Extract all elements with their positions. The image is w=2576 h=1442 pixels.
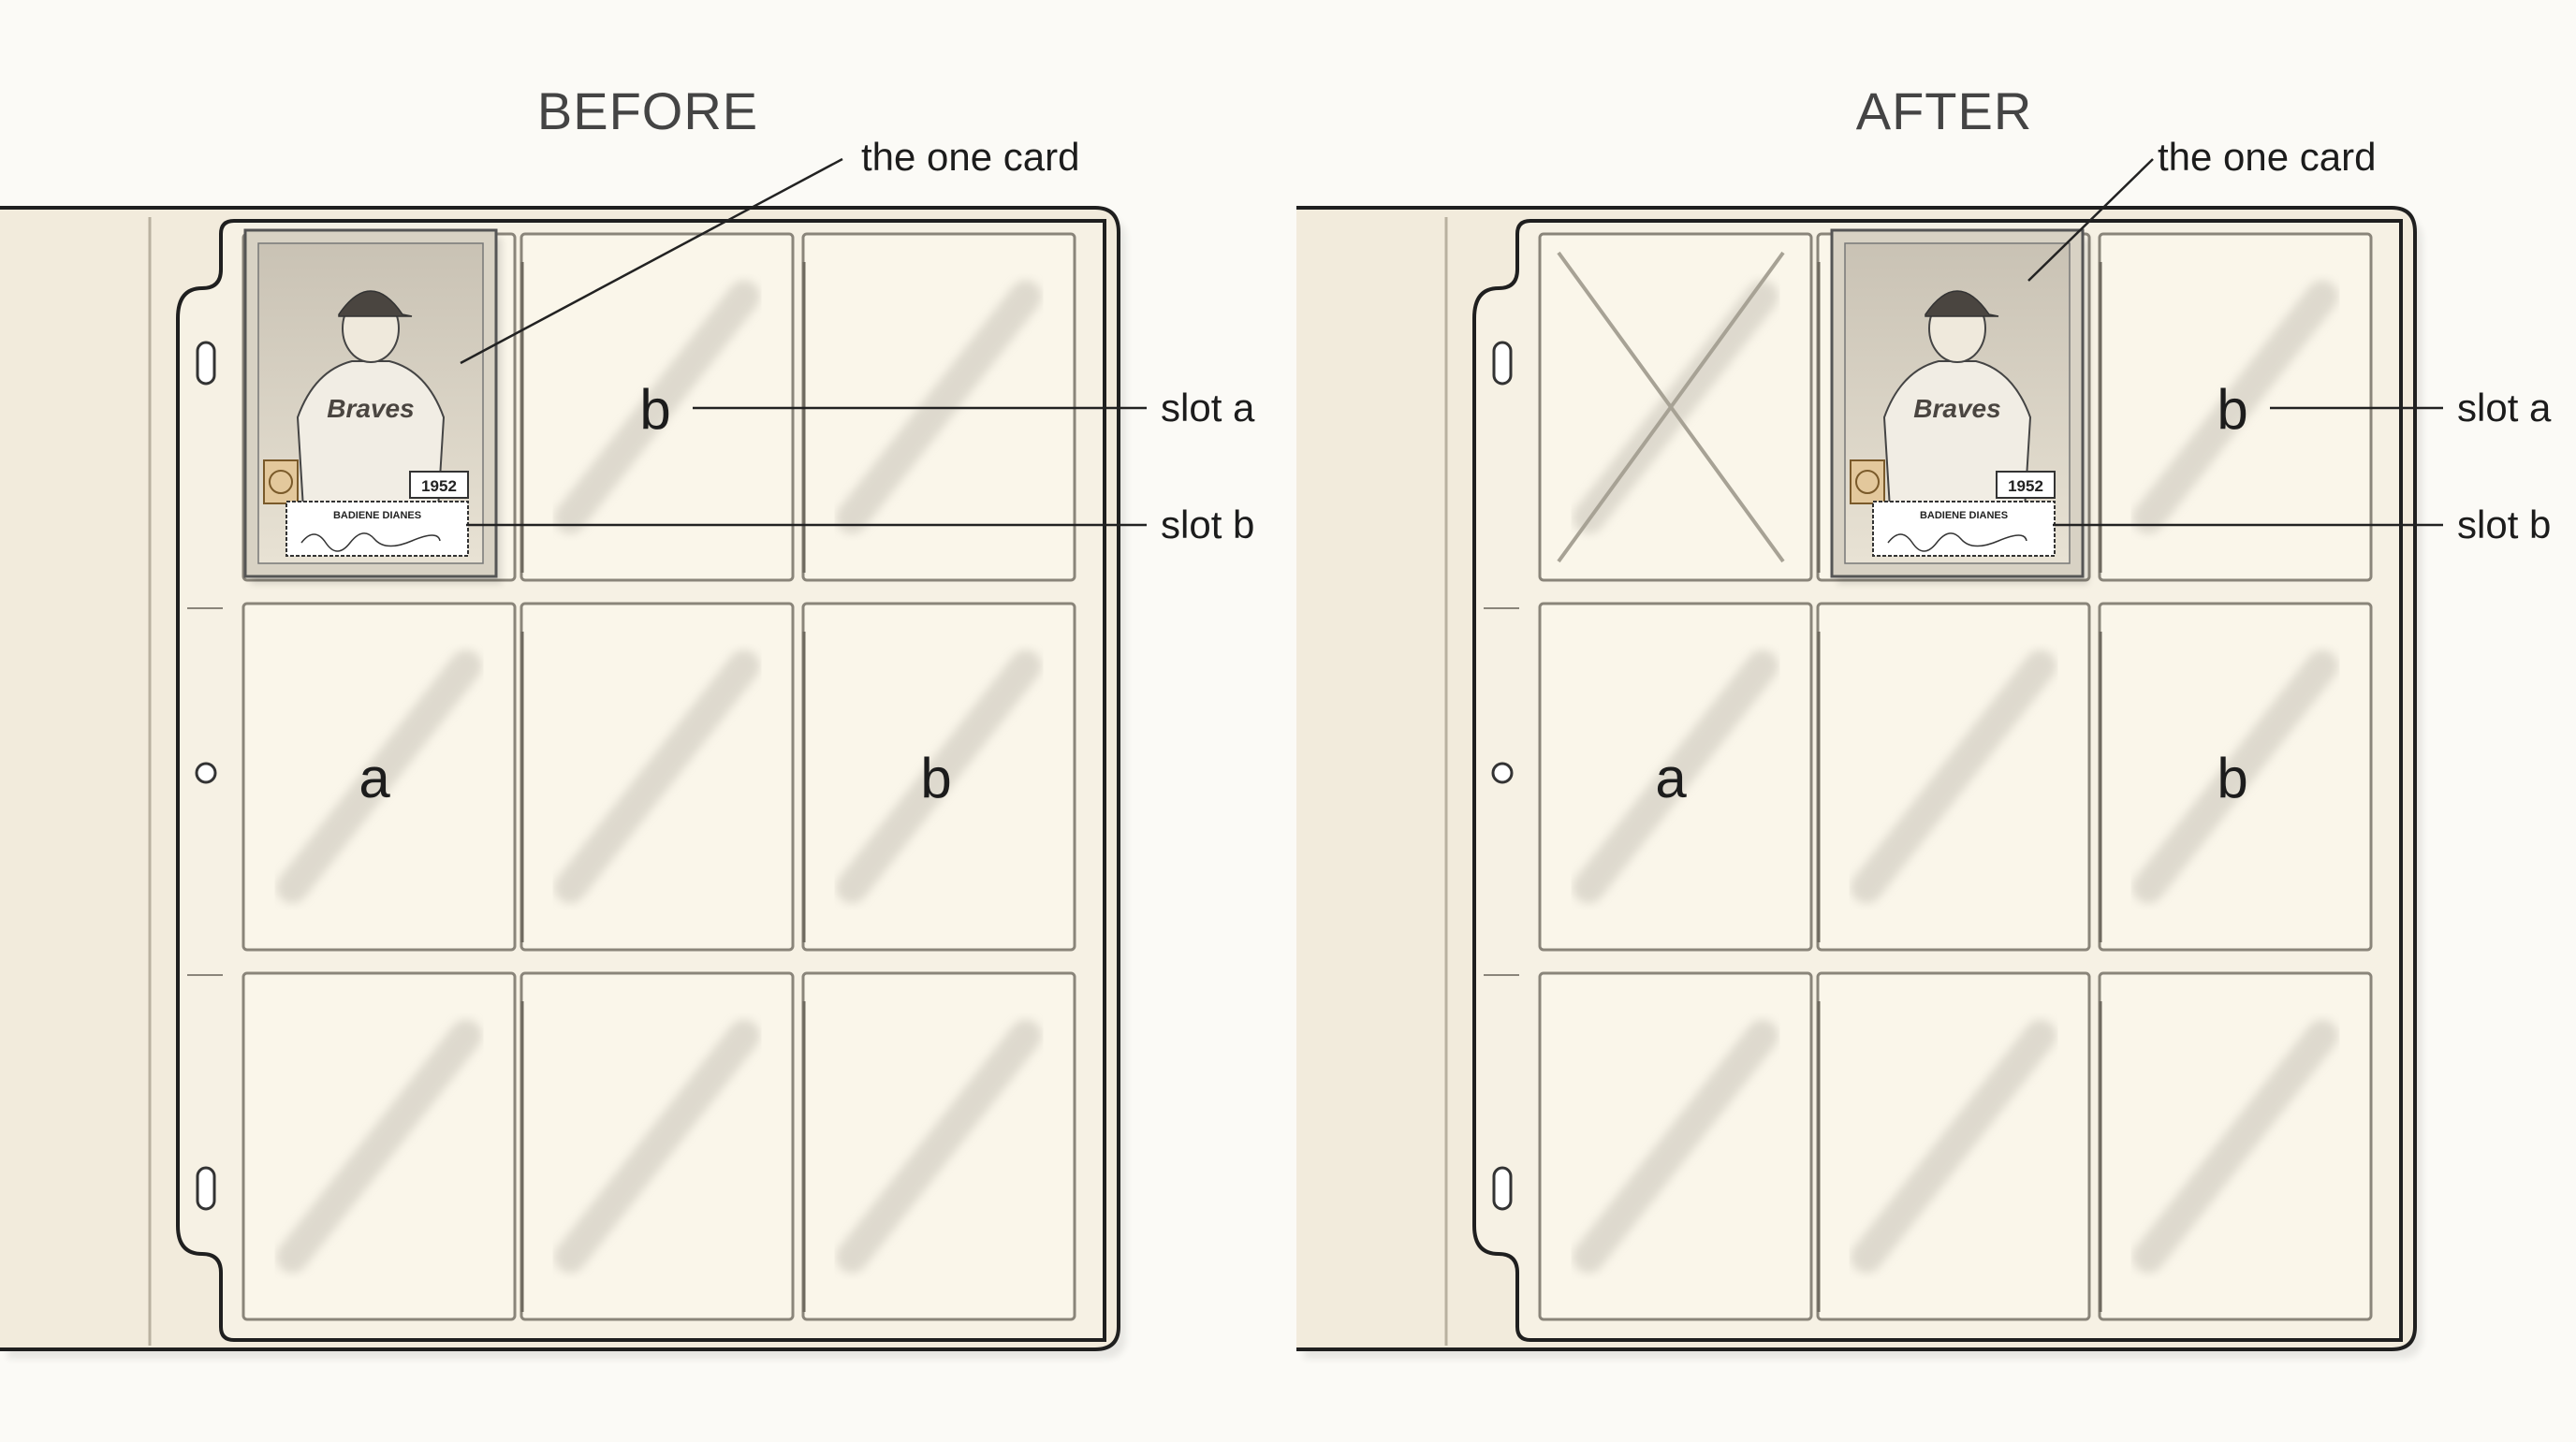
callout-slot-b: slot b	[1161, 503, 1254, 546]
card-nameplate	[285, 501, 469, 557]
pocket-glare	[554, 280, 760, 534]
callout-the-one-card: the one card	[861, 135, 1080, 179]
slot-label-b: b	[2217, 747, 2247, 809]
pocket-glare	[276, 649, 482, 904]
pocket-glare	[554, 649, 760, 904]
player-jersey	[1882, 360, 2032, 540]
pocket-glare	[2132, 1019, 2338, 1274]
team-logo-icon	[1855, 470, 1880, 494]
callout-line-card	[460, 157, 843, 365]
callout-slot-a: slot a	[2457, 386, 2552, 430]
binder-ring-hole	[1492, 1166, 1513, 1211]
card-pocket	[801, 602, 1076, 952]
card-pocket	[2098, 971, 2373, 1321]
card-pocket	[520, 232, 795, 582]
card-pocket	[1816, 971, 2091, 1321]
card-player-name: BADIENE DIANES	[333, 510, 421, 521]
binder-ring-hole	[196, 341, 216, 386]
card-pocket	[520, 602, 795, 952]
pocket-glare	[1851, 649, 2056, 904]
slot-label-a: a	[359, 747, 390, 809]
panel-title: AFTER	[1856, 81, 2033, 140]
crossed-out-mark	[1557, 251, 1785, 563]
card-year: 1952	[421, 477, 457, 495]
player-jersey	[296, 360, 446, 540]
card-pocket	[242, 971, 517, 1321]
player-cap	[1925, 290, 1999, 317]
pocket-glare	[1573, 649, 1778, 904]
binder-ring-hole	[1492, 341, 1513, 386]
pocket-glare	[2132, 649, 2338, 904]
card-signature	[300, 532, 441, 552]
card-signature	[1887, 532, 2027, 552]
card-player-name: BADIENE DIANES	[1920, 510, 2008, 521]
pocket-glare	[2132, 280, 2338, 534]
callout-slot-b: slot b	[2457, 503, 2551, 546]
callout-slot-a: slot a	[1161, 386, 1255, 430]
card-pocket	[1538, 232, 1813, 582]
pocket-glare	[836, 649, 1042, 904]
callout-the-one-card: the one card	[2158, 135, 2377, 179]
team-logo-icon	[269, 470, 293, 494]
card-year-box	[409, 471, 469, 499]
binder-ring-hole	[195, 762, 217, 784]
card-pocket	[1816, 602, 2091, 952]
card-pocket	[1538, 602, 1813, 952]
card-nameplate	[1872, 501, 2056, 557]
slot-label-b: b	[639, 378, 670, 441]
panel-title: BEFORE	[537, 81, 758, 140]
card-pocket	[520, 971, 795, 1321]
slot-label-b: b	[2217, 378, 2247, 441]
player-cap	[338, 290, 413, 317]
card-year-box	[1996, 471, 2056, 499]
card-pocket	[2098, 602, 2373, 952]
slot-label-a: a	[1655, 747, 1687, 809]
card-pocket	[1538, 971, 1813, 1321]
binder-ring-hole	[196, 1166, 216, 1211]
card-pocket	[801, 971, 1076, 1321]
pocket-glare	[836, 1019, 1042, 1274]
card-team-script: Braves	[1913, 394, 2000, 423]
pocket-glare	[554, 1019, 760, 1274]
card-pocket	[242, 602, 517, 952]
callout-line-card	[2027, 158, 2154, 282]
binder-ring-hole	[1491, 762, 1514, 784]
card-team-script: Braves	[327, 394, 414, 423]
pocket-glare	[276, 1019, 482, 1274]
slot-label-b: b	[920, 747, 951, 809]
pocket-glare	[1573, 1019, 1778, 1274]
card-year: 1952	[2008, 477, 2043, 495]
card-pocket	[2098, 232, 2373, 582]
pocket-glare	[1851, 1019, 2056, 1274]
